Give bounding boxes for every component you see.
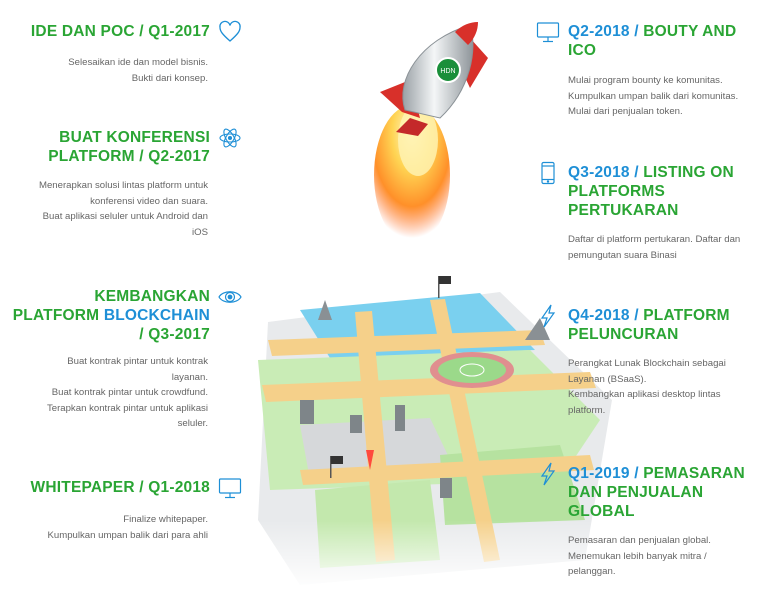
lightning-icon — [536, 462, 560, 486]
item-title: Q1-2019 / PEMASARAN DAN PENJUALAN GLOBAL — [568, 465, 745, 520]
monitor-icon — [218, 476, 242, 500]
item-title: Q3-2018 / LISTING ON PLATFORMS PERTUKARA… — [568, 164, 734, 219]
phone-icon — [536, 161, 560, 185]
monitor-icon — [536, 20, 560, 44]
item-description: Perangkat Lunak Blockchain sebagai Layan… — [568, 358, 726, 416]
item-description: Selesaikan ide dan model bisnis. Bukti d… — [68, 57, 208, 84]
city-map — [250, 276, 630, 591]
heart-icon — [218, 20, 242, 44]
item-description: Finalize whitepaper. Kumpulkan umpan bal… — [47, 514, 208, 541]
atom-icon — [218, 126, 242, 150]
roadmap-item-q2-2017: BUAT KONFERENSI PLATFORM / Q2-2017 Mener… — [10, 128, 242, 240]
eye-icon — [218, 285, 242, 309]
roadmap-item-q1-2017: IDE DAN POC / Q1-2017 Selesaikan ide dan… — [10, 20, 242, 86]
roadmap-item-q3-2017: KEMBANGKAN PLATFORM BLOCKCHAIN / Q3-2017… — [4, 287, 242, 432]
item-description: Menerapkan solusi lintas platform untuk … — [38, 180, 208, 238]
item-description: Daftar di platform pertukaran. Daftar da… — [568, 234, 741, 261]
roadmap-item-q4-2018: Q4-2018 / PLATFORM PELUNCURAN Perangkat … — [536, 304, 772, 418]
item-description: Pemasaran dan penjualan global. Menemuka… — [568, 535, 711, 577]
item-title: IDE DAN POC / Q1-2017 — [30, 23, 210, 40]
rocket — [374, 22, 488, 245]
item-title: Q4-2018 / PLATFORM PELUNCURAN — [568, 307, 730, 343]
roadmap-item-q2-2018: Q2-2018 / BOUTY AND ICO Mulai program bo… — [536, 22, 772, 120]
item-title: Q2-2018 / BOUTY AND ICO — [568, 23, 737, 59]
lightning-icon — [536, 304, 560, 328]
item-description: Mulai program bounty ke komunitas. Kumpu… — [568, 75, 739, 117]
roadmap-item-q1-2019: Q1-2019 / PEMASARAN DAN PENJUALAN GLOBAL… — [536, 462, 772, 580]
rocket-badge: HDN — [440, 68, 455, 75]
item-title: WHITEPAPER / Q1-2018 — [30, 479, 210, 496]
roadmap-item-q3-2018: Q3-2018 / LISTING ON PLATFORMS PERTUKARA… — [536, 161, 772, 263]
item-title: KEMBANGKAN PLATFORM BLOCKCHAIN / Q3-2017 — [12, 288, 210, 343]
roadmap-item-q1-2018: WHITEPAPER / Q1-2018 Finalize whitepaper… — [10, 478, 242, 543]
item-title: BUAT KONFERENSI PLATFORM / Q2-2017 — [48, 129, 210, 165]
item-description: Buat kontrak pintar untuk kontrak layana… — [46, 356, 208, 429]
